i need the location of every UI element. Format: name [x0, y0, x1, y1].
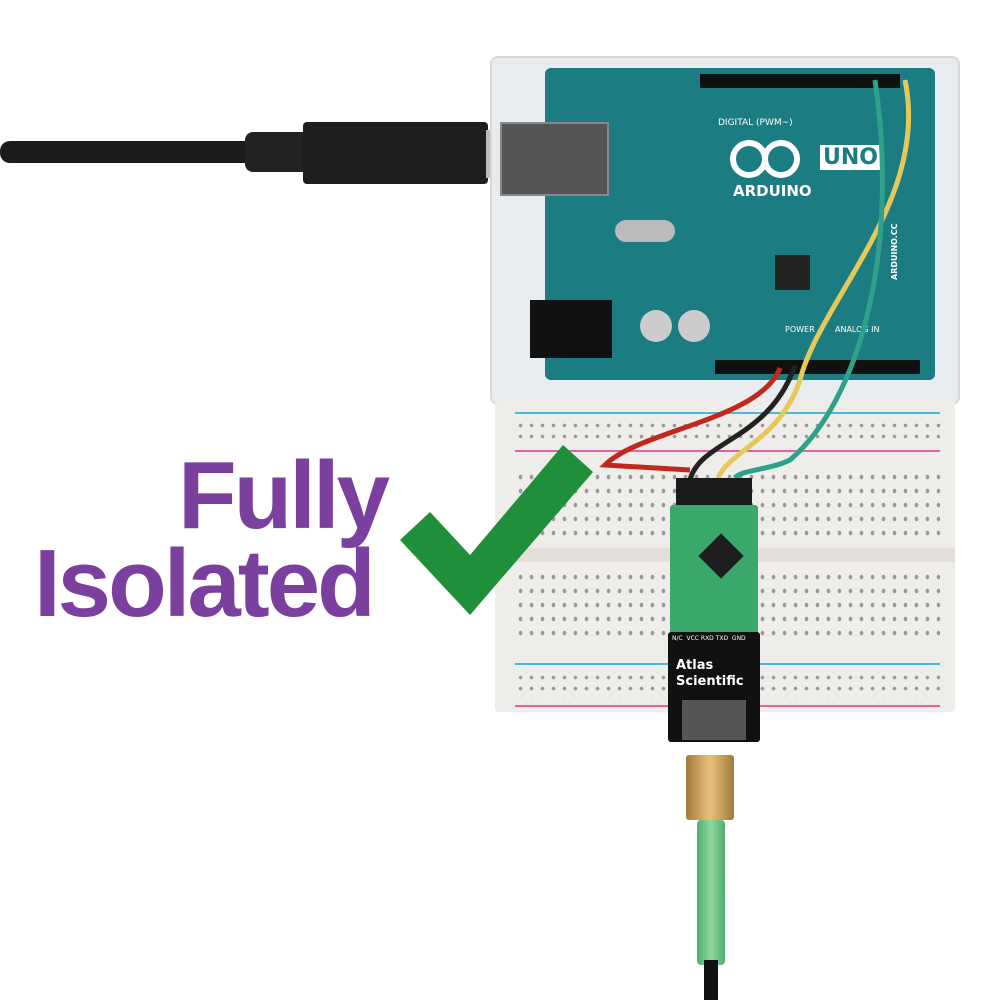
isolator-header — [676, 478, 752, 510]
digital-header — [700, 74, 900, 88]
arduino-logo — [730, 140, 820, 180]
board-analog-label: ANALOG IN — [835, 325, 880, 334]
checkmark-icon — [400, 445, 593, 615]
module-brand-line2: Scientific — [676, 674, 744, 689]
board-model: UNO — [820, 145, 881, 170]
header-label: DIGITAL (PWM~) — [718, 118, 793, 128]
red-wire — [599, 366, 783, 473]
crystal — [615, 220, 675, 242]
usb-jack — [500, 122, 609, 196]
sma-connector — [686, 755, 734, 820]
probe-cable — [704, 960, 718, 1000]
board-power-label: POWER — [785, 325, 815, 334]
capacitor-2 — [678, 310, 710, 342]
usb-cable — [0, 141, 260, 163]
power-jack — [530, 300, 612, 358]
analog-header — [715, 360, 920, 374]
usb-strain-relief — [245, 132, 310, 172]
headline-line2: Isolated — [34, 530, 376, 637]
headline-line1: Fully — [178, 442, 390, 549]
module-pin-labels: N/C VCC RXD TXD GND — [672, 635, 746, 642]
isolator-housing: N/C VCC RXD TXD GND Atlas Scientific — [668, 632, 760, 742]
board-brand: ARDUINO — [733, 182, 812, 200]
yellow-wire — [715, 79, 912, 480]
black-wire — [687, 364, 798, 481]
usb-plug — [303, 122, 488, 184]
heat-shrink — [697, 820, 725, 965]
green-wire — [732, 79, 885, 480]
module-brand-line1: Atlas — [676, 658, 714, 673]
isolator-pcb — [670, 505, 758, 635]
capacitor-1 — [640, 310, 672, 342]
microcontroller-chip — [775, 255, 810, 290]
